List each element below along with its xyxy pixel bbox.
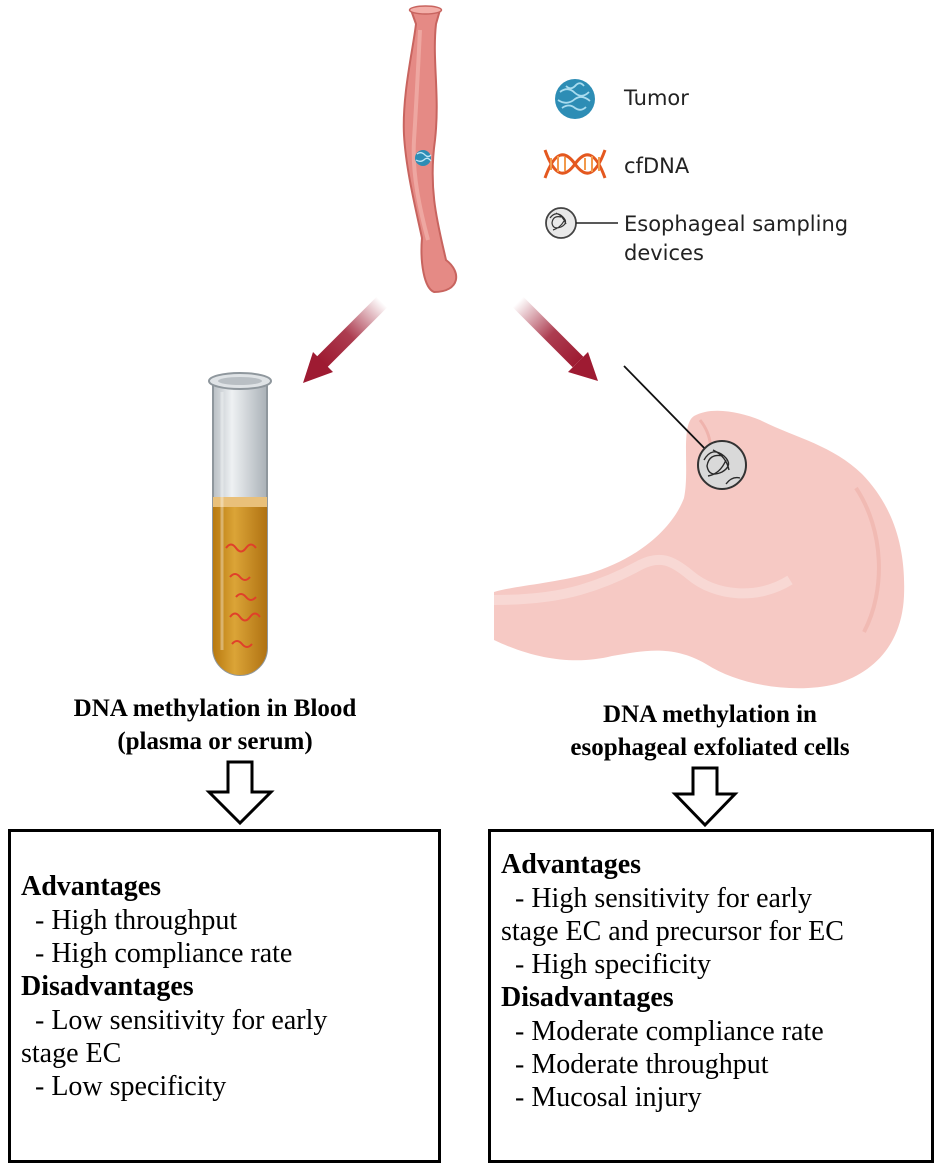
cells-disadvantage-item: - Mucosal injury xyxy=(515,1082,702,1113)
esophagus-illustration xyxy=(402,5,458,294)
cells-advantage-item: - High specificity xyxy=(515,949,711,980)
arrow-to-cells xyxy=(512,296,598,381)
blood-disadvantage-item: - Low sensitivity for early xyxy=(35,1005,328,1036)
cells-disadvantage-item: - Moderate compliance rate xyxy=(515,1016,824,1047)
cells-caption: DNA methylation in esophageal exfoliated… xyxy=(500,698,920,764)
sampling-device-icon xyxy=(545,207,618,239)
cells-advantage-item-cont: stage EC and precursor for EC xyxy=(501,916,844,947)
legend-device-label: Esophageal sampling xyxy=(624,212,849,236)
cells-caption-line2: esophageal exfoliated cells xyxy=(570,734,850,761)
blood-pros-cons-box: Advantages - High throughput - High comp… xyxy=(8,829,441,1163)
hollow-arrow-right xyxy=(671,766,739,828)
legend-device-label-cont: devices xyxy=(624,241,704,265)
hollow-arrow-left xyxy=(205,760,275,826)
legend-tumor-label: Tumor xyxy=(624,86,689,110)
blood-advantage-item: - High throughput xyxy=(35,905,238,936)
blood-test-tube xyxy=(208,372,272,676)
arrow-to-blood xyxy=(303,296,388,383)
stomach-illustration xyxy=(493,410,905,689)
cells-disadvantage-item: - Moderate throughput xyxy=(515,1049,769,1080)
cells-advantage-item: - High sensitivity for early xyxy=(515,883,813,914)
blood-caption-line1: DNA methylation in Blood xyxy=(73,695,357,722)
cells-caption-line1: DNA methylation in xyxy=(603,701,817,728)
blood-advantages-heading: Advantages xyxy=(21,871,162,902)
cfdna-icon xyxy=(543,149,607,179)
legend-cfdna-label: cfDNA xyxy=(624,154,690,178)
cells-advantages-heading: Advantages xyxy=(501,849,642,880)
blood-caption-line2: (plasma or serum) xyxy=(117,728,313,755)
cells-pros-cons-box: Advantages - High sensitivity for early … xyxy=(488,829,934,1163)
tumor-on-esophagus-icon xyxy=(415,150,432,166)
cells-disadvantages-heading: Disadvantages xyxy=(501,982,674,1013)
sampling-device-in-stomach xyxy=(623,365,747,490)
cfdna-in-plasma xyxy=(225,543,261,648)
blood-disadvantage-item-cont: stage EC xyxy=(21,1038,122,1069)
tumor-icon xyxy=(555,79,595,119)
blood-caption: DNA methylation in Blood (plasma or seru… xyxy=(20,692,410,758)
blood-disadvantage-item: - Low specificity xyxy=(35,1071,227,1102)
blood-disadvantages-heading: Disadvantages xyxy=(21,971,194,1002)
blood-advantage-item: - High compliance rate xyxy=(35,938,293,969)
